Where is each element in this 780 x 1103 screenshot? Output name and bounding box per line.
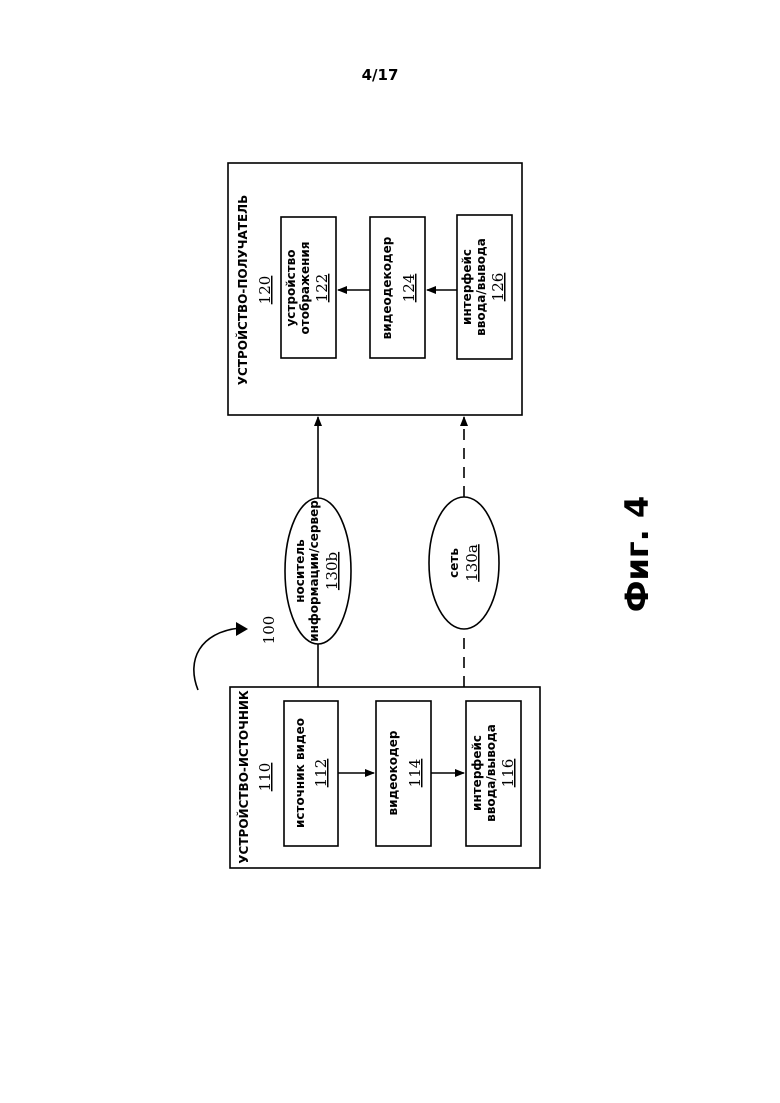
source-io-interface-ref: 116 <box>499 759 517 788</box>
destination-device: УСТРОЙСТВО-ПОЛУЧАТЕЛЬ 120 устройство ото… <box>228 163 522 415</box>
source-io-interface-line2: ввода/вывода <box>484 724 498 822</box>
system-ref-label: 100 <box>260 616 278 645</box>
display-device-ref: 122 <box>313 274 331 303</box>
source-io-interface-line1: интерфейс <box>470 735 484 811</box>
source-device-ref: 110 <box>256 763 274 792</box>
system-ref-curved-arrow <box>194 628 240 690</box>
display-device-line1: устройство <box>284 249 298 326</box>
storage-medium-line2: информации/сервер <box>307 500 321 642</box>
video-source-ref: 112 <box>312 759 330 788</box>
figure-caption: Фиг. 4 <box>618 496 656 612</box>
display-device-line2: отображения <box>298 242 312 335</box>
system-ref-arrowhead-icon <box>236 622 248 636</box>
destination-device-title: УСТРОЙСТВО-ПОЛУЧАТЕЛЬ <box>235 195 250 386</box>
source-device-title: УСТРОЙСТВО-ИСТОЧНИК <box>236 690 251 864</box>
storage-medium-line1: носитель <box>293 539 307 603</box>
destination-io-interface-line2: ввода/вывода <box>474 238 488 336</box>
source-device: УСТРОЙСТВО-ИСТОЧНИК 110 источник видео 1… <box>230 687 540 868</box>
destination-io-interface-ref: 126 <box>489 273 507 302</box>
destination-io-interface-line1: интерфейс <box>460 249 474 325</box>
network: сеть 130a <box>429 497 499 629</box>
video-decoder-label: видеодекодер <box>380 236 394 339</box>
network-ref: 130a <box>463 544 481 582</box>
storage-medium-ref: 130b <box>323 552 341 590</box>
network-label: сеть <box>447 548 461 578</box>
video-source-label: источник видео <box>293 718 307 828</box>
video-decoder-ref: 124 <box>400 274 418 303</box>
video-encoder-label: видеокодер <box>386 730 400 815</box>
storage-medium: носитель информации/сервер 130b <box>285 498 351 644</box>
destination-device-ref: 120 <box>256 276 274 305</box>
video-encoder-ref: 114 <box>406 759 424 788</box>
